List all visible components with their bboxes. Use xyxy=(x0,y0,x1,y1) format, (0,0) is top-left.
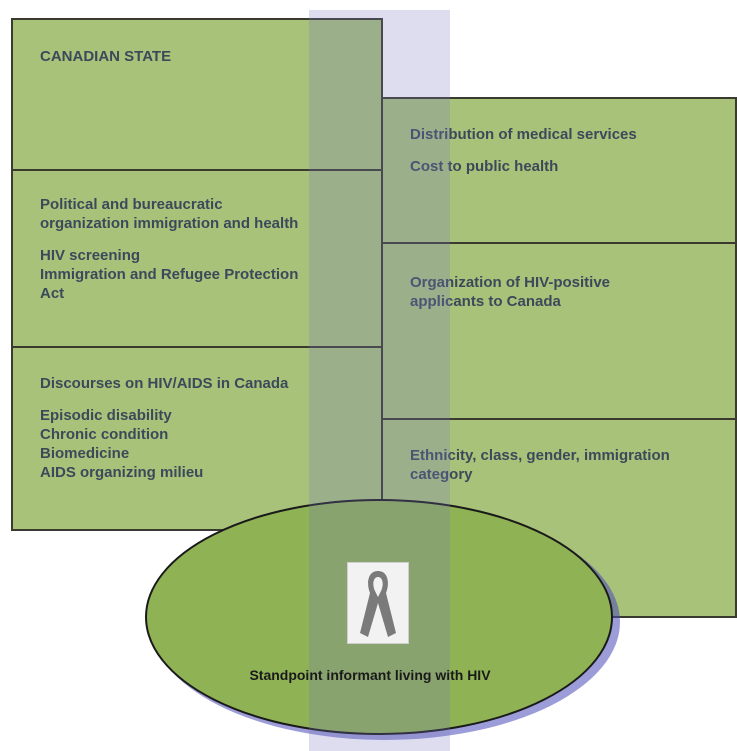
text-line: Ethnicity, class, gender, immigration xyxy=(410,447,670,464)
text-line: organization immigration and health xyxy=(40,215,299,232)
text-line: Organization of HIV-positive xyxy=(410,274,611,291)
text-line: Biomedicine xyxy=(40,445,130,462)
right-box-medical-text: Distribution of medical services Cost to… xyxy=(410,125,730,176)
text-line: AIDS organizing milieu xyxy=(40,464,204,481)
text-line: Cost to public health xyxy=(410,158,559,175)
text-line: Distribution of medical services xyxy=(410,126,637,143)
right-box-organization-text: Organization of HIV-positive applicants … xyxy=(410,273,730,311)
text-line: Political and bureaucratic xyxy=(40,196,223,213)
text-line: HIV screening xyxy=(40,247,141,264)
left-box-political: Political and bureaucratic organization … xyxy=(11,169,383,348)
right-box-ethnicity-text: Ethnicity, class, gender, immigration ca… xyxy=(410,446,730,484)
text-line: category xyxy=(410,466,473,483)
text-line: Discourses on HIV/AIDS in Canada xyxy=(40,375,289,392)
text-line: Chronic condition xyxy=(40,426,169,443)
text-line: Act xyxy=(40,285,65,302)
left-box-political-text: Political and bureaucratic organization … xyxy=(40,195,375,303)
text-line: CANADIAN STATE xyxy=(40,48,172,65)
left-box-canadian-state: CANADIAN STATE xyxy=(11,18,383,171)
text-line: Episodic disability xyxy=(40,407,172,424)
left-box-discourses-text: Discourses on HIV/AIDS in Canada Episodi… xyxy=(40,374,375,482)
text-line: applicants to Canada xyxy=(410,293,561,310)
right-box-organization: Organization of HIV-positive applicants … xyxy=(381,242,737,420)
right-box-medical: Distribution of medical services Cost to… xyxy=(381,97,737,244)
text-line: Immigration and Refugee Protection xyxy=(40,266,299,283)
center-label: Standpoint informant living with HIV xyxy=(249,667,491,683)
left-box-canadian-state-text: CANADIAN STATE xyxy=(40,47,370,66)
awareness-ribbon-icon xyxy=(347,562,409,644)
